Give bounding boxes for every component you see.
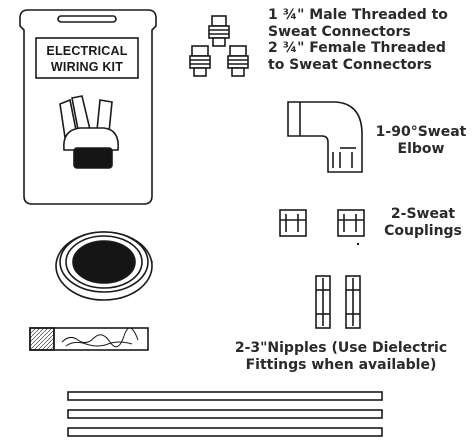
threaded-connector-icon	[208, 15, 230, 47]
sweat-coupling-icon	[279, 209, 307, 237]
electrical-wiring-kit-package-icon: ELECTRICAL WIRING KIT	[19, 9, 157, 205]
nipple-icon	[315, 275, 331, 329]
copper-tube-icon	[67, 409, 383, 419]
copper-tube-icon	[67, 391, 383, 401]
couplings-label-line1: 2-Sweat	[390, 206, 456, 222]
couplings-label-line2: Couplings	[384, 222, 462, 239]
elbow-label: 1-90°Sweat Elbow	[368, 124, 474, 157]
connectors-label-line4: to Sweat Connectors	[268, 56, 432, 73]
elbow-label-line1: 1-90°Sweat	[375, 124, 467, 140]
threaded-connector-icon	[189, 45, 211, 77]
kit-title-line2: WIRING KIT	[51, 60, 123, 74]
nipples-label: 2-3"Nipples (Use Dielectric Fittings whe…	[212, 340, 470, 373]
elbow-label-line2: Elbow	[397, 140, 445, 157]
small-dot-icon	[356, 242, 360, 246]
nipples-label-line2: Fittings when available)	[245, 356, 437, 373]
connectors-label-line1: 1 ¾" Male Threaded to	[268, 7, 448, 23]
pipe-thread-sealant-icon	[29, 327, 149, 351]
kit-title-line1: ELECTRICAL	[46, 44, 127, 58]
connectors-label-line3: 2 ¾" Female Threaded	[268, 40, 446, 57]
threaded-connector-icon	[227, 45, 249, 77]
nipple-icon	[345, 275, 361, 329]
connectors-label: 1 ¾" Male Threaded to Sweat Connectors 2…	[268, 7, 448, 73]
copper-tube-icon	[67, 427, 383, 437]
couplings-label: 2-Sweat Couplings	[374, 206, 472, 239]
connectors-label-line2: Sweat Connectors	[268, 23, 411, 40]
nipples-label-line1: 2-3"Nipples (Use Dielectric	[234, 340, 448, 356]
electrical-tape-roll-icon	[55, 231, 154, 301]
sweat-coupling-icon	[337, 209, 365, 237]
sweat-elbow-icon	[287, 101, 363, 173]
